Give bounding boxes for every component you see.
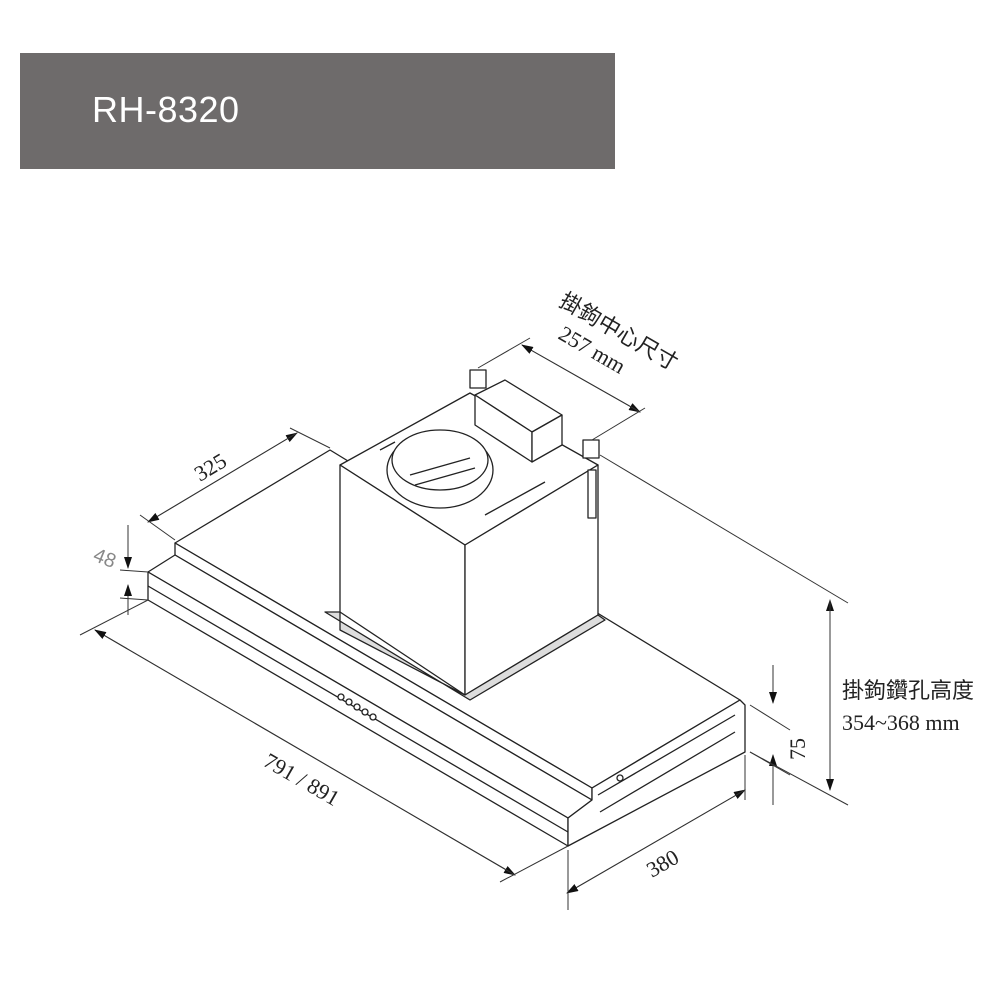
dim-depth: 380 (642, 844, 683, 882)
model-title: RH-8320 (92, 89, 240, 130)
hook-right (582, 439, 600, 459)
side-panel (567, 699, 746, 847)
dim-hook-hole-height-label: 掛鉤鑽孔高度 (842, 678, 974, 703)
control-box (474, 379, 563, 463)
dimension-lines (79, 337, 849, 910)
dim-depth-top: 325 (190, 448, 231, 486)
dim-hook-hole-height-value: 354~368 mm (842, 710, 960, 735)
dim-body-height: 75 (785, 738, 810, 760)
hook-left (469, 369, 487, 389)
control-buttons (337, 693, 377, 721)
dim-front-height: 48 (90, 544, 119, 573)
header-bar: RH-8320 (20, 53, 615, 169)
dim-width: 791 / 891 (260, 748, 344, 811)
hood-body (147, 369, 746, 847)
